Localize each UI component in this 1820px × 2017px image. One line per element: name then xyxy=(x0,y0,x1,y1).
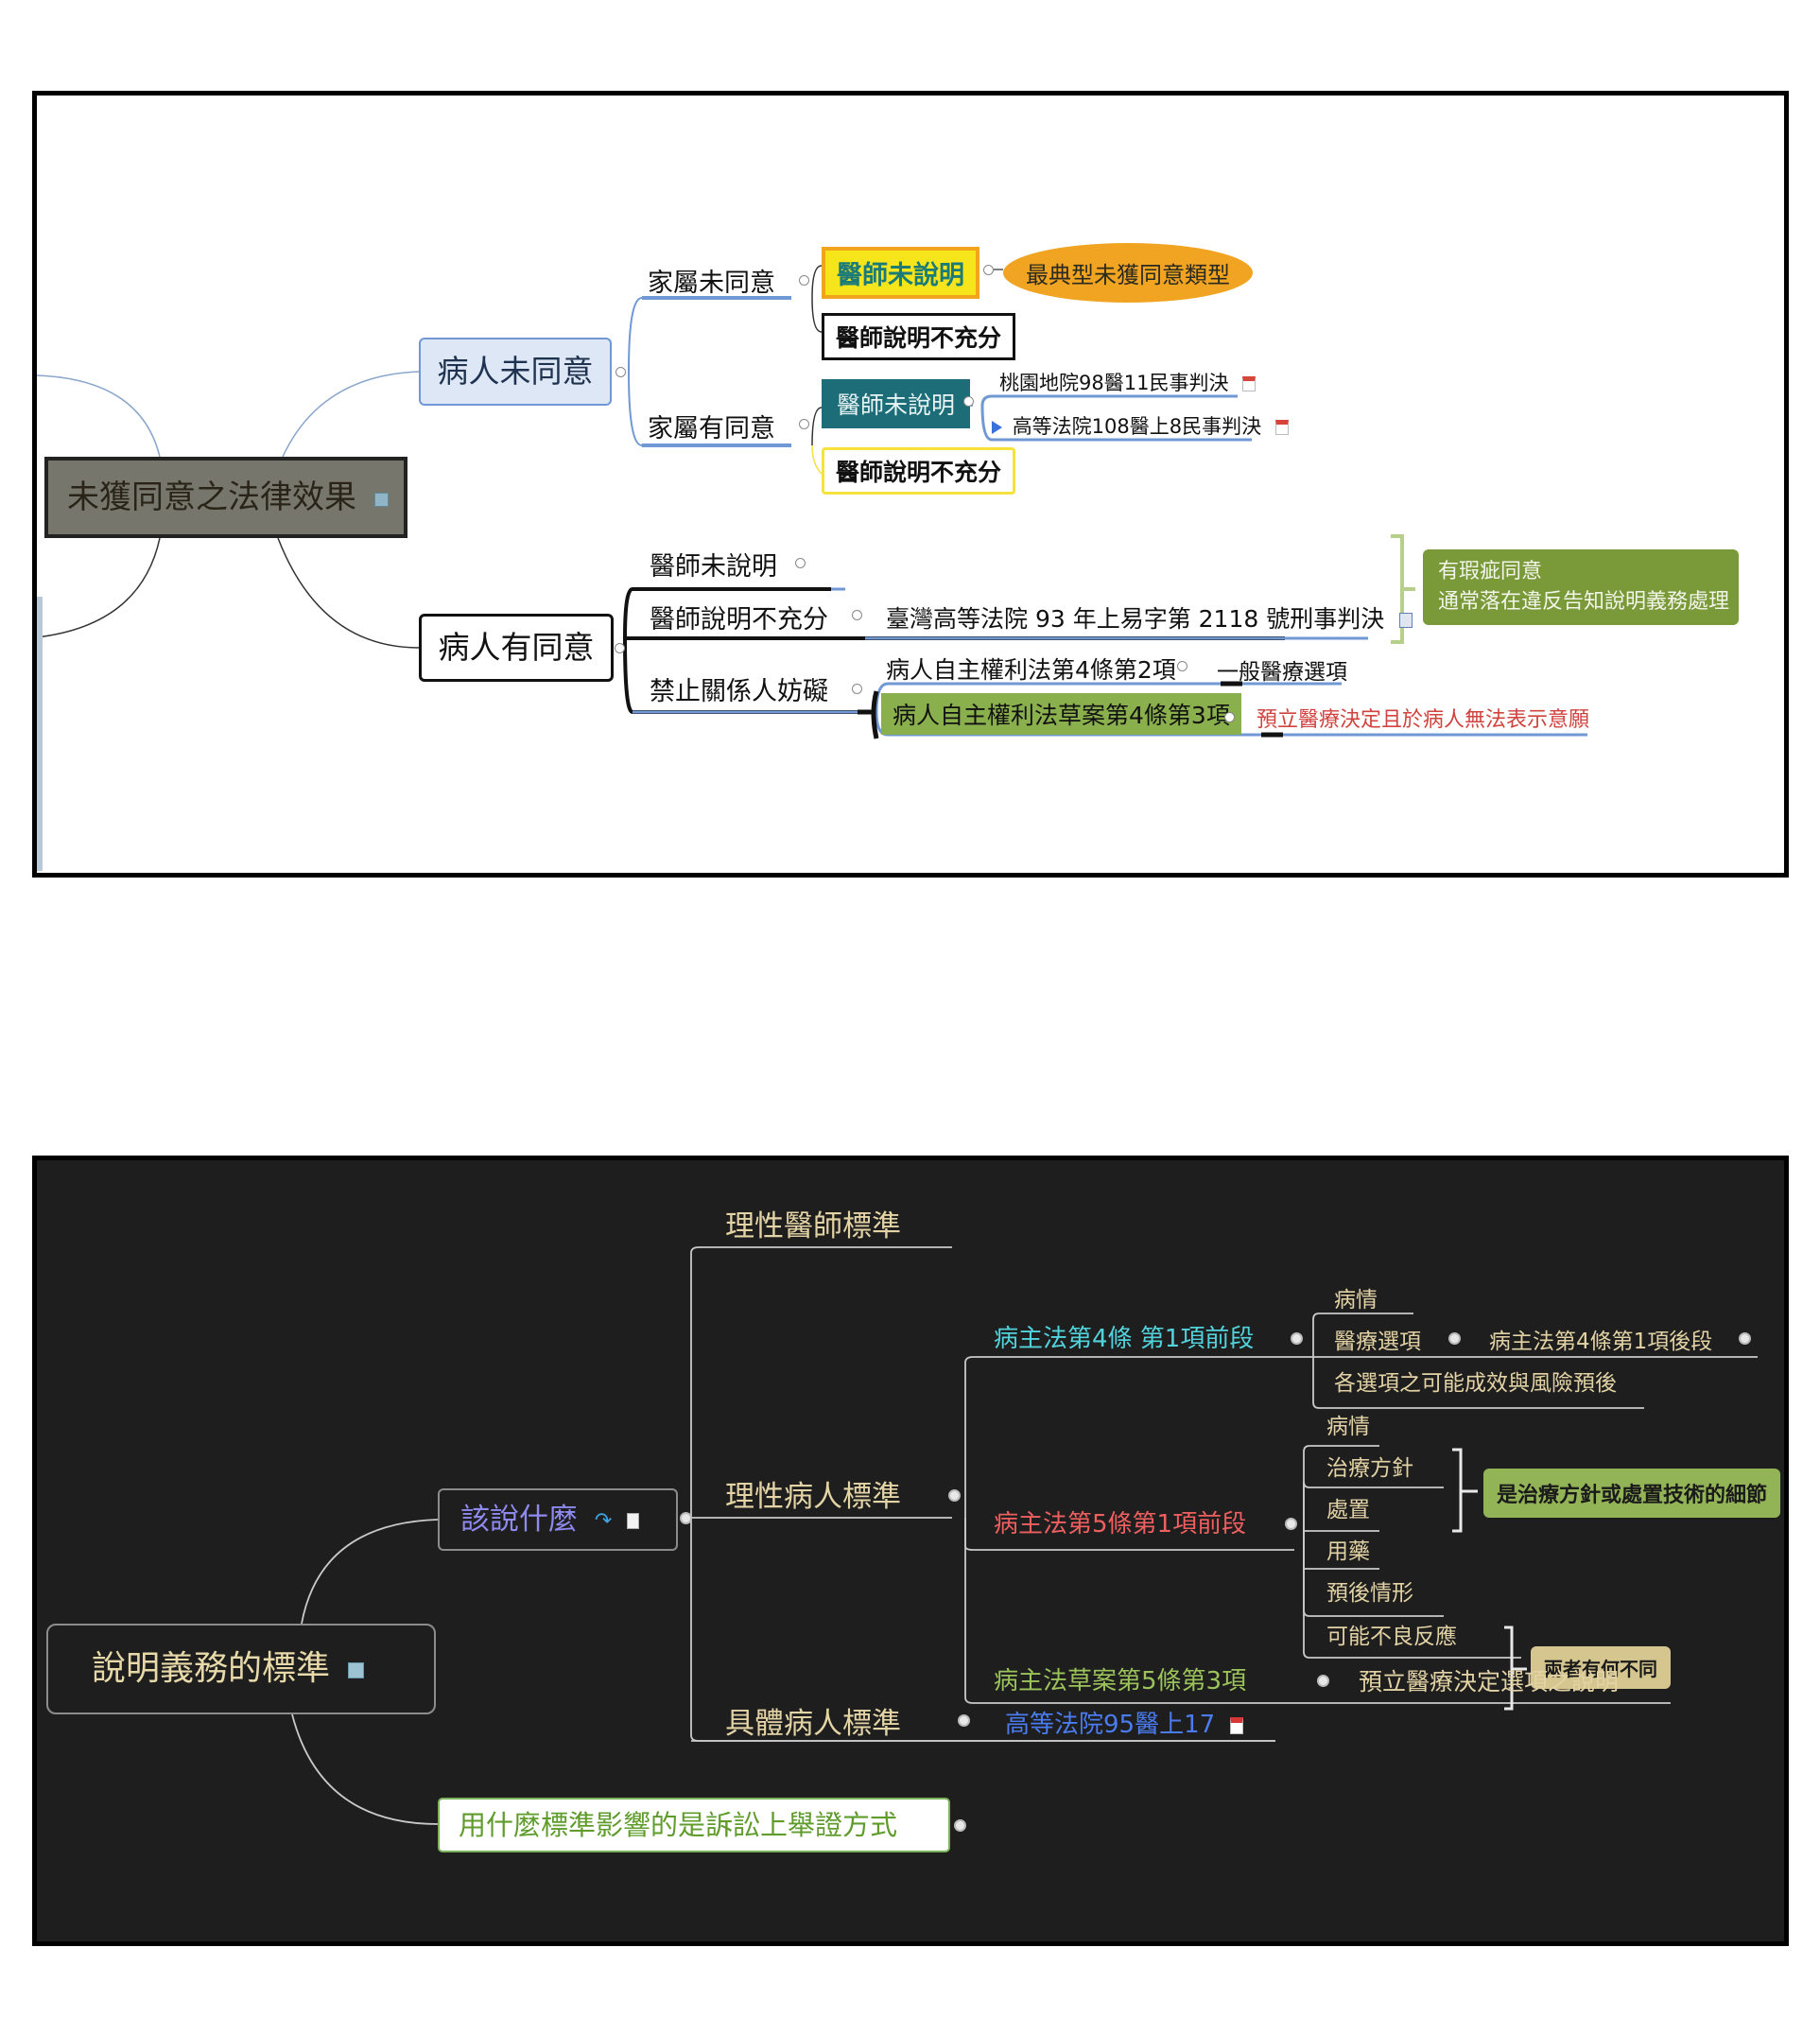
node-patient-consent[interactable]: 病人有同意 xyxy=(419,614,614,682)
collapse-toggle[interactable] xyxy=(799,419,809,429)
case-high-court-93[interactable]: 臺灣高等法院 93 年上易字第 2118 號刑事判決 xyxy=(886,600,1413,635)
expand-toggle[interactable] xyxy=(954,1819,966,1832)
node-explanation-insufficient[interactable]: 醫師說明不充分 xyxy=(650,605,828,635)
node-prohibit-interference[interactable]: 禁止關係人妨礙 xyxy=(650,677,828,706)
law-draft-art5-para3[interactable]: 病主法草案第5條第3項 xyxy=(994,1667,1247,1695)
collapse-toggle[interactable] xyxy=(1291,1332,1303,1345)
item-procedure[interactable]: 處置 xyxy=(1326,1498,1370,1522)
callout-difference[interactable]: 兩者有何不同 xyxy=(1531,1646,1671,1689)
node-explanation-insufficient-2[interactable]: 醫師說明不充分 xyxy=(822,447,1016,495)
summary-line: 通常落在違反告知說明義務處理 xyxy=(1438,590,1730,614)
collapse-toggle[interactable] xyxy=(615,643,625,653)
root-node-explanation-standard[interactable]: 說明義務的標準 xyxy=(46,1624,436,1714)
item-efficacy-risk[interactable]: 各選項之可能成效與風險預後 xyxy=(1334,1371,1617,1396)
pdf-icon[interactable] xyxy=(1242,376,1257,391)
node-family-consent[interactable]: 家屬有同意 xyxy=(648,414,775,443)
note-advance-decision[interactable]: 預立醫療決定且於病人無法表示意願 xyxy=(1257,708,1590,732)
collapse-toggle[interactable] xyxy=(799,275,809,286)
law-draft-art4-para3[interactable]: 病人自主權利法草案第4條第3項 xyxy=(881,693,1241,735)
document-icon[interactable] xyxy=(627,1513,640,1529)
item-prognosis[interactable]: 預後情形 xyxy=(1326,1581,1413,1606)
collapse-toggle[interactable] xyxy=(1317,1675,1329,1687)
case-label: 桃園地院98醫11民事判決 xyxy=(999,372,1229,394)
law-art5-para1-front[interactable]: 病主法第5條第1項前段 xyxy=(994,1510,1247,1539)
node-doctor-not-explained-typical[interactable]: 醫師未說明 xyxy=(822,247,979,299)
collapse-toggle[interactable] xyxy=(852,610,862,620)
case-label: 臺灣高等法院 93 年上易字第 2118 號刑事判決 xyxy=(886,605,1385,633)
collapse-toggle[interactable] xyxy=(1224,712,1235,722)
node-family-not-consent[interactable]: 家屬未同意 xyxy=(648,269,775,298)
case-taoyuan[interactable]: 桃園地院98醫11民事判決 xyxy=(999,368,1257,396)
collapse-toggle[interactable] xyxy=(1739,1332,1751,1345)
node-label: 該說什麼 xyxy=(460,1503,578,1537)
item-condition[interactable]: 病情 xyxy=(1334,1288,1378,1313)
node-explanation-insufficient-1[interactable]: 醫師說明不充分 xyxy=(822,313,1016,360)
note-icon[interactable] xyxy=(348,1661,365,1678)
collapse-toggle[interactable] xyxy=(1177,661,1187,671)
summary-line: 有瑕疵同意 xyxy=(1438,560,1543,583)
law-art4-para2[interactable]: 病人自主權利法第4條第2項 xyxy=(886,656,1176,684)
root-node-legal-effect[interactable]: 未獲同意之法律效果 xyxy=(44,457,407,538)
node-doctor-not-explained[interactable]: 醫師未說明 xyxy=(650,552,777,582)
collapse-toggle[interactable] xyxy=(958,1714,970,1727)
pdf-icon[interactable] xyxy=(1230,1716,1244,1734)
collapse-toggle[interactable] xyxy=(948,1489,961,1502)
mindmap-panel-explanation-standard: 說明義務的標準 該說什麼 ↷ 理性醫師標準 理性病人標準 病主法第4條 第1項前… xyxy=(32,1156,1789,1946)
node-patient-not-consent[interactable]: 病人未同意 xyxy=(419,338,612,406)
collapse-toggle[interactable] xyxy=(1448,1332,1461,1345)
law-art4-para1-back[interactable]: 病主法第4條第1項後段 xyxy=(1489,1330,1713,1354)
root-label: 說明義務的標準 xyxy=(92,1649,331,1688)
collapse-toggle[interactable] xyxy=(963,396,974,407)
word-doc-icon[interactable] xyxy=(1399,613,1413,628)
collapse-toggle[interactable] xyxy=(983,265,994,275)
node-doctor-not-explained-teal[interactable]: 醫師未說明 xyxy=(822,379,971,428)
item-medical-options[interactable]: 醫療選項 xyxy=(1334,1330,1421,1354)
node-label: 病人未同意 xyxy=(437,353,594,390)
case-label: 高等法院108醫上8民事判決 xyxy=(1012,415,1262,438)
callout-treatment-detail[interactable]: 是治療方針或處置技術的細節 xyxy=(1483,1469,1781,1518)
item-adverse-reactions[interactable]: 可能不良反應 xyxy=(1326,1625,1457,1649)
collapse-toggle[interactable] xyxy=(615,367,626,377)
note-icon[interactable] xyxy=(373,492,389,507)
pdf-icon[interactable] xyxy=(1274,420,1289,435)
law-art4-para1-front[interactable]: 病主法第4條 第1項前段 xyxy=(994,1325,1255,1353)
collapse-toggle[interactable] xyxy=(795,558,806,568)
item-medication[interactable]: 用藥 xyxy=(1326,1539,1370,1564)
root-label: 未獲同意之法律效果 xyxy=(67,478,356,516)
redo-arrow-icon[interactable]: ↷ xyxy=(594,1508,613,1533)
node-label: 病人有同意 xyxy=(438,629,595,666)
node-how-standard[interactable]: 用什麼標準影響的是訴訟上舉證方式 xyxy=(438,1798,950,1852)
standard-reasonable-doctor[interactable]: 理性醫師標準 xyxy=(725,1209,901,1243)
collapse-toggle[interactable] xyxy=(852,684,862,694)
mindmap-panel-legal-effect: 未獲同意之法律效果 病人未同意 家屬未同意 醫師未說明 最典型未獲同意類型 醫師… xyxy=(32,91,1789,878)
case-high-court-95[interactable]: 高等法院95醫上17 xyxy=(1005,1705,1244,1740)
node-what-to-say[interactable]: 該說什麼 ↷ xyxy=(438,1488,678,1551)
item-condition-2[interactable]: 病情 xyxy=(1326,1415,1370,1439)
collapse-toggle[interactable] xyxy=(680,1512,692,1524)
case-high-court-108[interactable]: 高等法院108醫上8民事判決 xyxy=(992,411,1289,440)
case-label: 高等法院95醫上17 xyxy=(1005,1711,1216,1739)
summary-flawed-consent[interactable]: 有瑕疵同意 通常落在違反告知說明義務處理 xyxy=(1423,549,1739,625)
note-general-options[interactable]: 一般醫療選項 xyxy=(1217,660,1347,685)
flag-icon xyxy=(992,421,1002,434)
collapse-toggle[interactable] xyxy=(1285,1518,1297,1530)
standard-reasonable-patient[interactable]: 理性病人標準 xyxy=(725,1480,901,1514)
callout-most-typical[interactable]: 最典型未獲同意類型 xyxy=(1003,243,1253,303)
item-treatment-plan[interactable]: 治療方針 xyxy=(1326,1456,1413,1481)
standard-specific-patient[interactable]: 具體病人標準 xyxy=(725,1707,901,1741)
note-advance-decision-options[interactable]: 預立醫療決定選項之說明 xyxy=(1359,1668,1620,1695)
